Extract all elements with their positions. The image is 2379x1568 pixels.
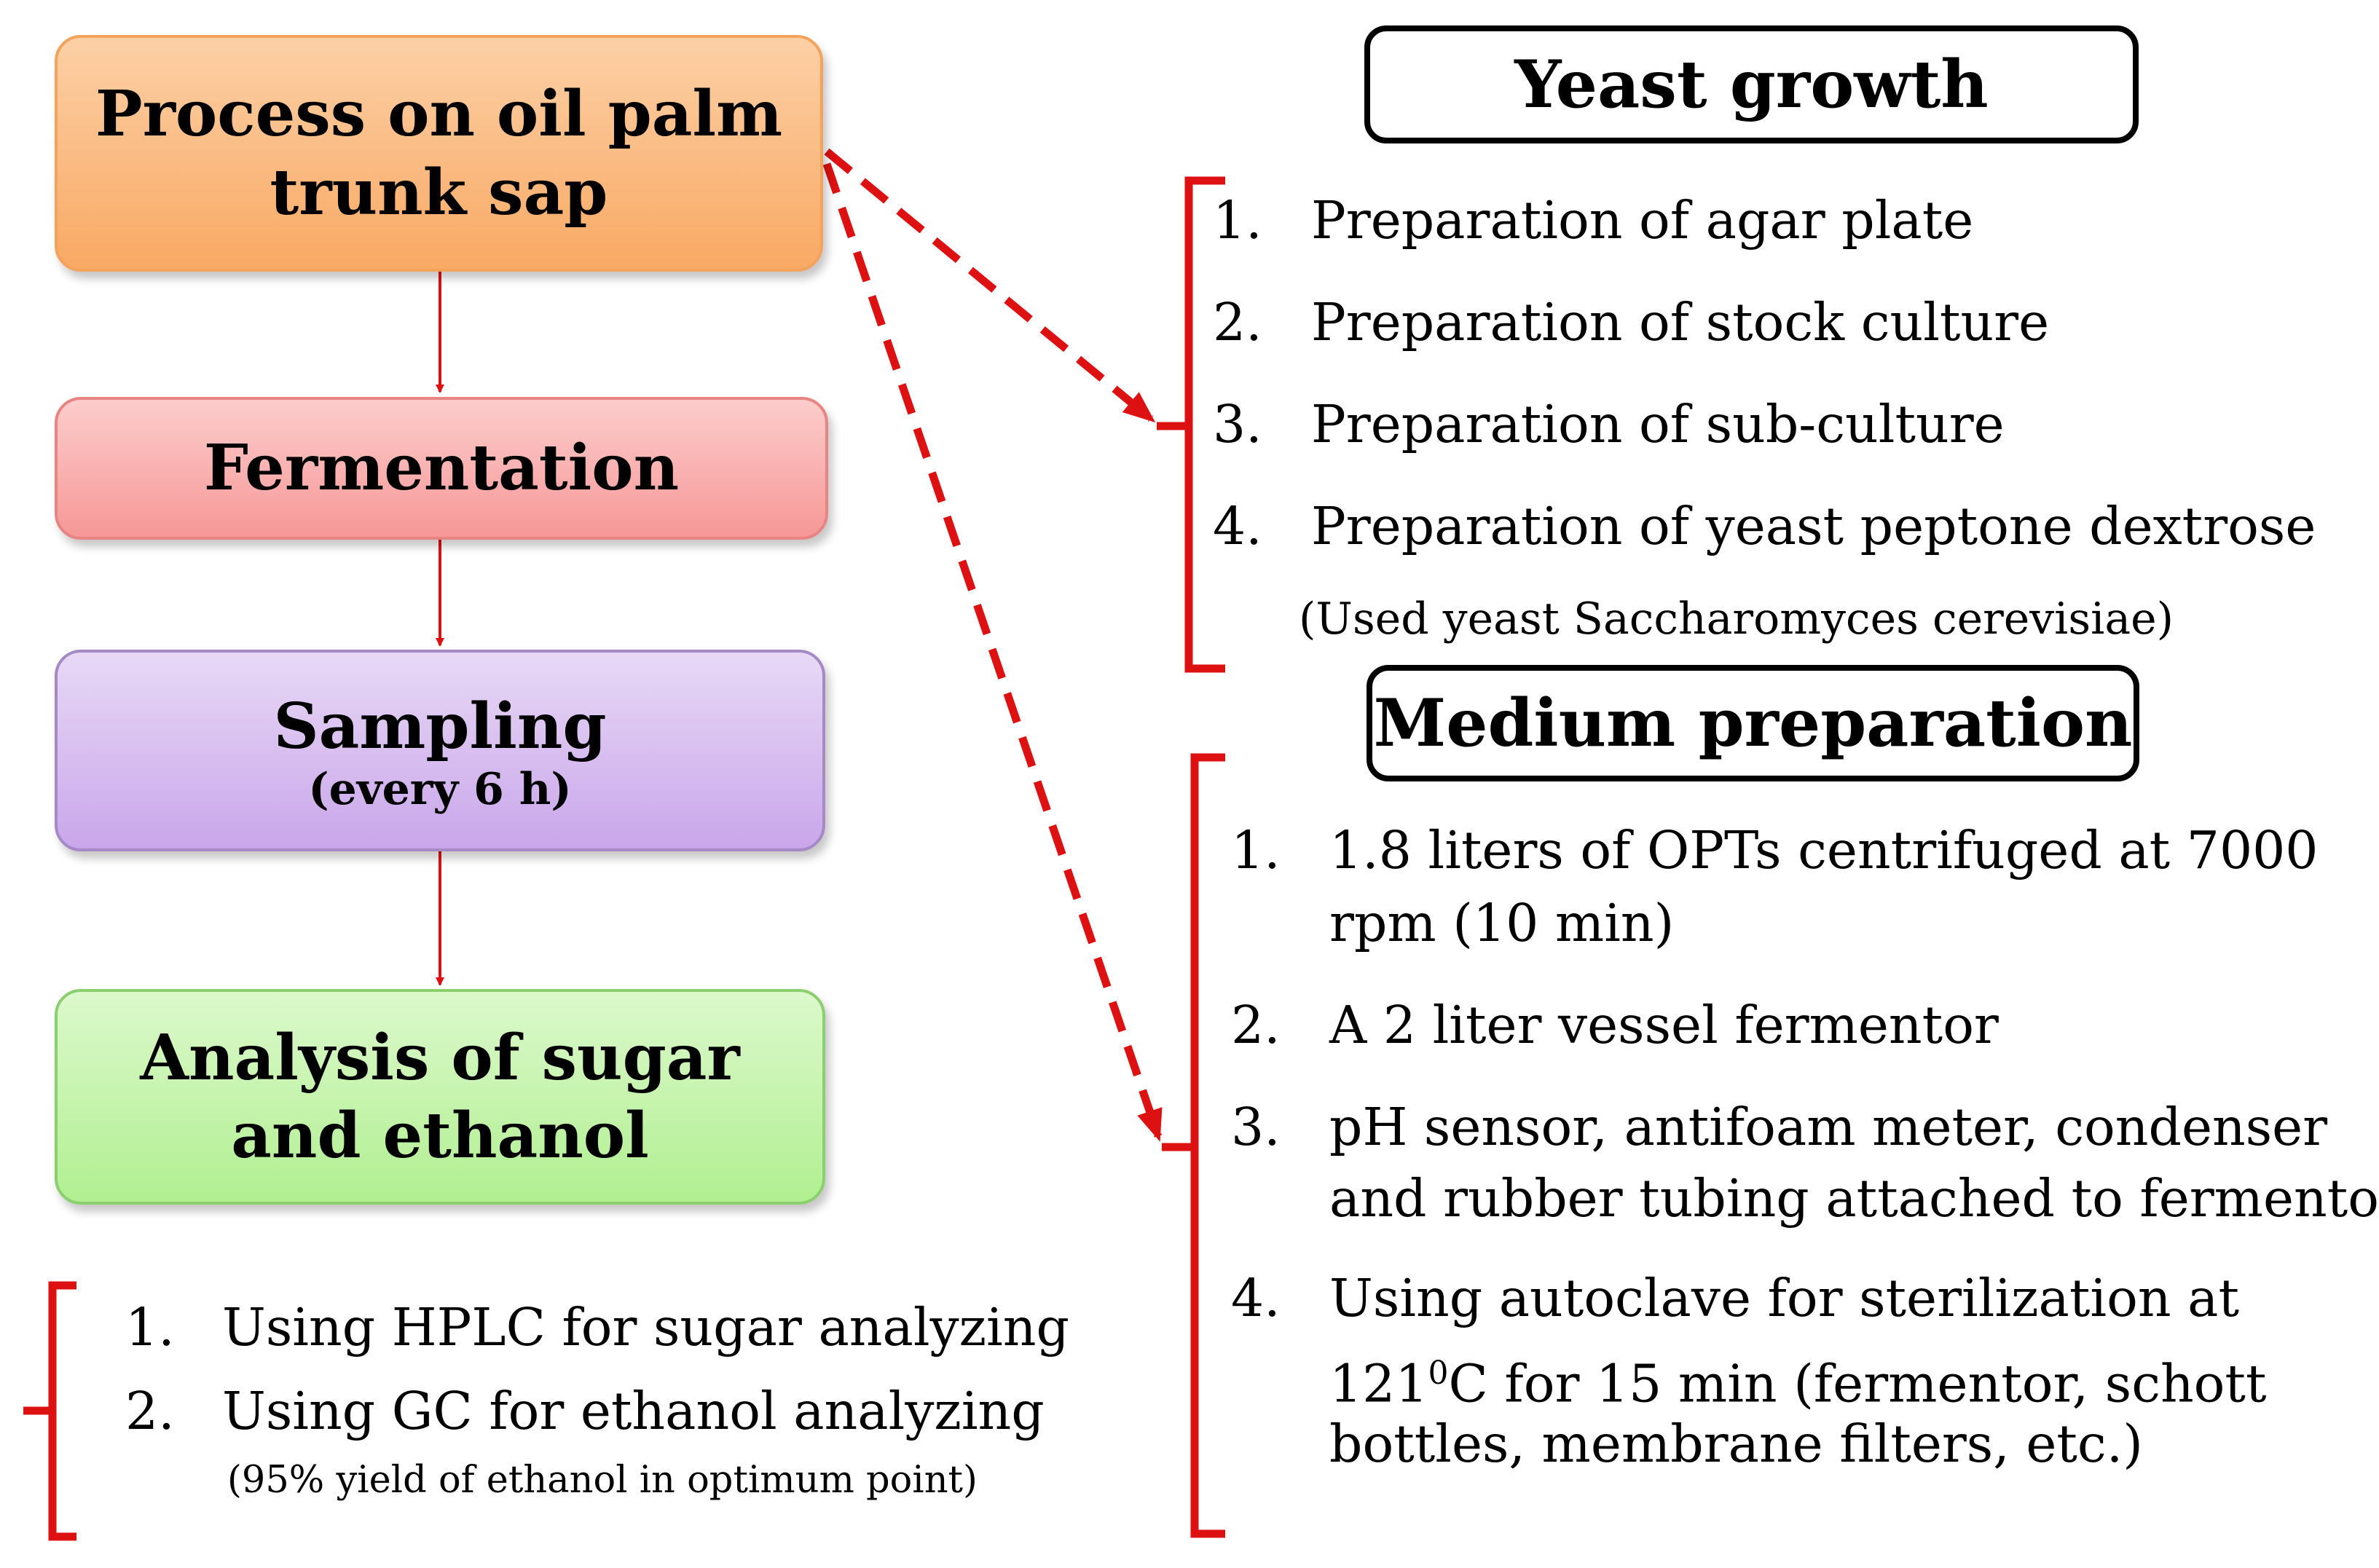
sampling-subtitle: (every 6 h) [308,764,572,816]
analysis-note: (95% yield of ethanol in optimum point) [227,1459,978,1502]
process-box-line-1: Process on oil palm [95,77,783,151]
sampling-title: Sampling [273,689,607,763]
yeast-item-4-num: 4. [1213,496,1262,556]
yeast-item-1-text: Preparation of agar plate [1311,190,1974,251]
fermentation-box: Fermentation [55,397,828,540]
medium-item-3-line-2: and rubber tubing attached to fermentor [1329,1168,2379,1229]
medium-item-4-line-1: Using autoclave for sterilization at [1329,1268,2240,1328]
medium-item-3-num: 3. [1231,1097,1281,1157]
analysis-item-1-num: 1. [125,1297,175,1358]
analysis-box-line-1: Analysis of sugar [140,1020,740,1095]
yeast-item-1-num: 1. [1213,190,1262,251]
medium-preparation-title: Medium preparation [1367,665,2139,781]
medium-item-2-num: 2. [1231,995,1281,1055]
bracket-analysis-methods [23,1281,76,1541]
analysis-item-2-num: 2. [125,1381,175,1441]
yeast-item-3-num: 3. [1213,394,1262,454]
yeast-item-2-num: 2. [1213,292,1262,352]
analysis-box: Analysis of sugar and ethanol [55,989,825,1205]
medium-item-4-line-3: bottles, membrane filters, etc.) [1329,1414,2143,1474]
medium-item-4-line-2: 1210C for 15 min (fermentor, schott [1329,1339,2267,1419]
medium-item-1-line-2: rpm (10 min) [1329,893,1675,953]
yeast-note: (Used yeast Saccharomyces cerevisiae) [1299,594,2174,645]
bracket-yeast-growth [1157,176,1225,673]
analysis-item-1-text: Using HPLC for sugar analyzing [222,1297,1069,1358]
degree-superscript: 0 [1428,1355,1449,1392]
process-box-line-2: trunk sap [270,155,608,229]
medium-item-4-num: 4. [1231,1268,1281,1328]
yeast-growth-title: Yeast growth [1364,25,2139,143]
yeast-item-3-text: Preparation of sub-culture [1311,394,2005,454]
medium-item-3-line-1: pH sensor, antifoam meter, condenser [1329,1097,2328,1157]
bracket-medium-preparation [1162,753,1225,1538]
process-box: Process on oil palm trunk sap [55,35,823,272]
yeast-item-4-text: Preparation of yeast peptone dextrose [1311,496,2316,556]
fermentation-label: Fermentation [203,431,680,505]
medium-item-2-line-1: A 2 liter vessel fermentor [1329,995,1999,1055]
medium-item-1-line-1: 1.8 liters of OPTs centrifuged at 7000 [1329,820,2319,880]
temperature-value: 121 [1329,1353,1428,1414]
sampling-box: Sampling (every 6 h) [55,650,825,851]
analysis-box-line-2: and ethanol [231,1099,649,1173]
dashed-arrow-to-yeast-growth [824,148,1156,423]
medium-item-1-num: 1. [1231,820,1281,880]
analysis-item-2-text: Using GC for ethanol analyzing [222,1381,1045,1441]
dashed-arrow-to-medium-preparation [822,162,1163,1142]
yeast-item-2-text: Preparation of stock culture [1311,292,2050,352]
temperature-rest: C for 15 min (fermentor, schott [1448,1353,2267,1414]
